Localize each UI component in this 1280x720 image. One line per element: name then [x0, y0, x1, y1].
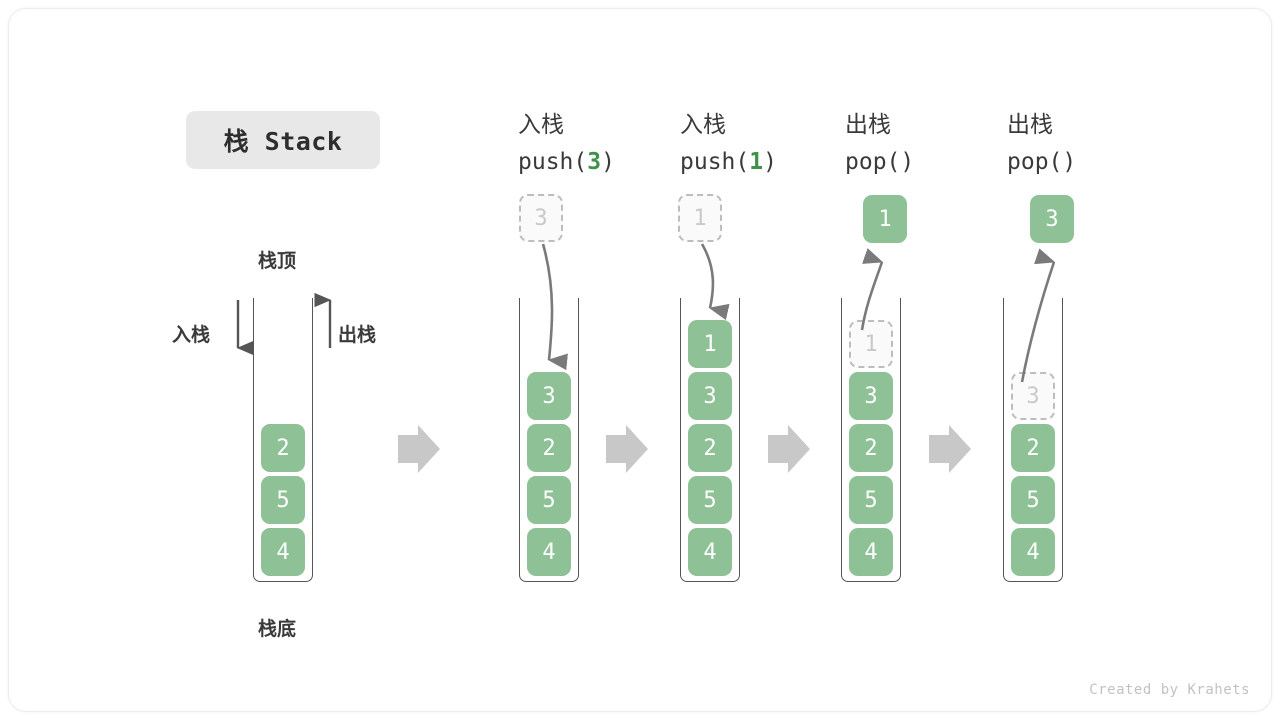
stack-cell: 5: [688, 476, 732, 524]
code-arg: 3: [587, 149, 602, 175]
code-suffix: ): [900, 149, 915, 175]
stage-header-cn: 入栈: [518, 111, 564, 137]
code-suffix: ): [763, 149, 777, 175]
stack-cell: 2: [527, 424, 571, 472]
stack-cell: 1: [849, 320, 893, 368]
push-side-label: 入栈: [172, 325, 211, 346]
stack-cell: 4: [1011, 528, 1055, 576]
code-prefix: pop(: [845, 149, 901, 175]
stack-cell: 3: [527, 372, 571, 420]
stack-cell: 5: [527, 476, 571, 524]
stack-cell: 5: [1011, 476, 1055, 524]
stack-cell: 5: [849, 476, 893, 524]
stage-header-code: pop(): [845, 143, 914, 181]
stack-container-pop-1: [841, 298, 901, 582]
code-suffix: ): [601, 149, 615, 175]
stage-header-push-3: 入栈 push(3): [518, 105, 615, 181]
stack-cell: 2: [849, 424, 893, 472]
stage-header-code: push(1): [680, 143, 777, 181]
code-arg: 1: [749, 149, 764, 175]
title-chip-label: 栈 Stack: [223, 127, 343, 156]
stack-cell: 2: [261, 424, 305, 472]
floating-cell: 1: [863, 195, 907, 243]
pop-side-label: 出栈: [338, 325, 377, 346]
stack-cell: 3: [849, 372, 893, 420]
title-chip: 栈 Stack: [186, 111, 380, 169]
stack-cell: 5: [261, 476, 305, 524]
stage-header-cn: 出栈: [845, 111, 891, 137]
stack-cell: 4: [527, 528, 571, 576]
stack-cell: 3: [1011, 372, 1055, 420]
stack-top-label: 栈顶: [258, 251, 297, 272]
code-prefix: pop(: [1007, 149, 1063, 175]
stack-container-initial: [253, 298, 313, 582]
stack-cell: 4: [688, 528, 732, 576]
floating-cell: 3: [1030, 195, 1074, 243]
stage-header-cn: 出栈: [1007, 111, 1053, 137]
stack-cell: 1: [688, 320, 732, 368]
stack-container-push-1: [680, 298, 740, 582]
code-prefix: push(: [518, 149, 588, 175]
stage-header-push-1: 入栈 push(1): [680, 105, 777, 181]
stack-bottom-label: 栈底: [258, 619, 297, 640]
stack-container-push-3: [519, 298, 579, 582]
floating-cell: 1: [678, 194, 722, 242]
stack-cell: 3: [688, 372, 732, 420]
stack-cell: 2: [1011, 424, 1055, 472]
floating-cell: 3: [519, 194, 563, 242]
stage-header-code: pop(): [1007, 143, 1076, 181]
stack-cell: 2: [688, 424, 732, 472]
stage-header-cn: 入栈: [680, 111, 726, 137]
stack-cell: 4: [261, 528, 305, 576]
stage-header-pop-3: 出栈 pop(): [1007, 105, 1076, 181]
stage-header-code: push(3): [518, 143, 615, 181]
stage-header-pop-1: 出栈 pop(): [845, 105, 914, 181]
credit-text: Created by Krahets: [1089, 682, 1250, 698]
stack-cell: 4: [849, 528, 893, 576]
code-suffix: ): [1062, 149, 1077, 175]
code-prefix: push(: [680, 149, 750, 175]
stack-container-pop-3: [1003, 298, 1063, 582]
